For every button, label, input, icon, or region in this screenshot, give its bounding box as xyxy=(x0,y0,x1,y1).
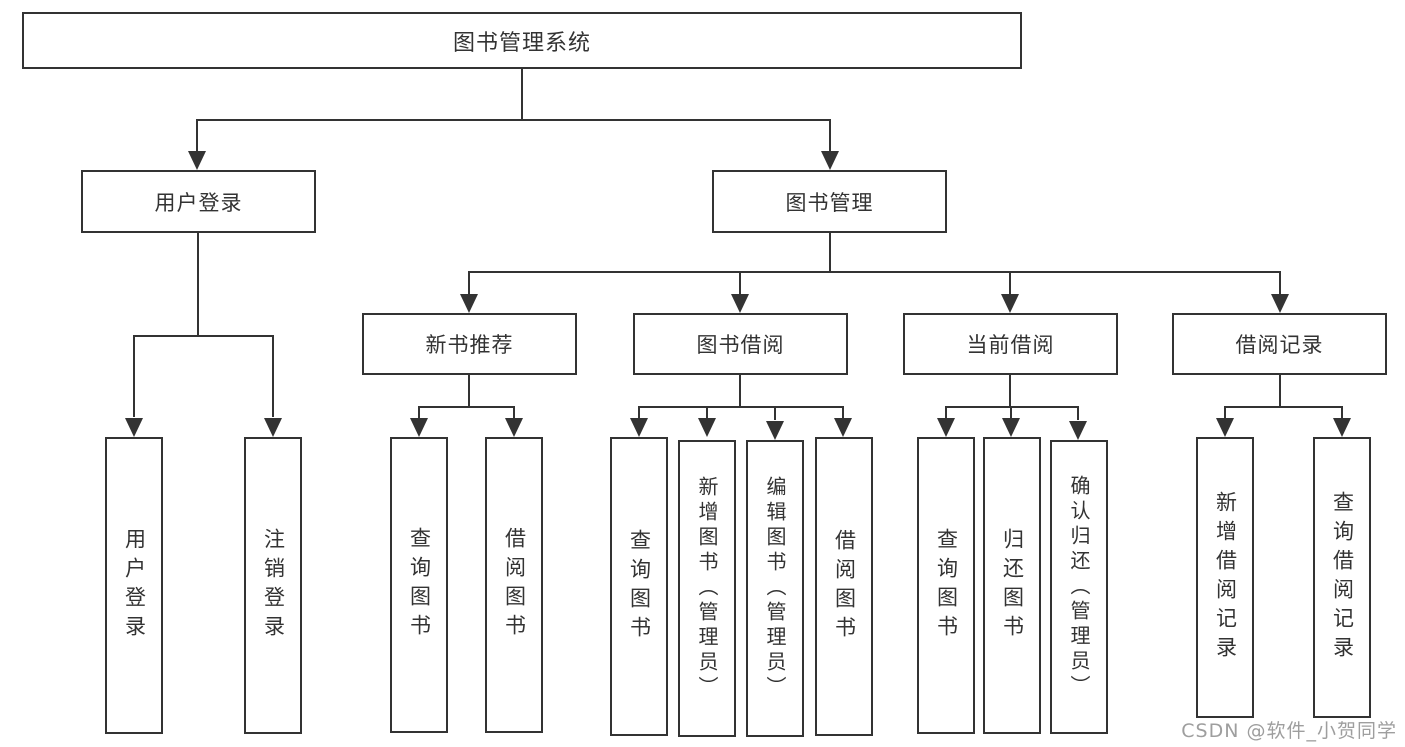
leaf-bb-edit-books-admin-label: 编辑图书（管理员） xyxy=(763,476,787,701)
connector-line xyxy=(468,375,470,408)
leaf-bb-query-books: 查询图书 xyxy=(610,437,668,736)
connector-line xyxy=(829,233,831,273)
connector-line xyxy=(272,335,274,417)
arrow-down-icon xyxy=(410,418,428,437)
leaf-user-login: 用户登录 xyxy=(105,437,163,734)
leaf-nb-query-books: 查询图书 xyxy=(390,437,448,733)
arrow-down-icon xyxy=(125,418,143,437)
connector-line xyxy=(638,406,640,420)
arrow-down-icon xyxy=(821,151,839,170)
connector-line xyxy=(468,271,470,297)
leaf-br-query-record-label: 查询借阅记录 xyxy=(1330,490,1355,665)
leaf-nb-query-books-label: 查询图书 xyxy=(407,527,432,643)
connector-line xyxy=(829,119,831,155)
leaf-bb-query-books-label: 查询图书 xyxy=(627,528,652,645)
csdn-watermark: CSDN @软件_小贺同学 xyxy=(1181,720,1397,742)
connector-line xyxy=(842,406,844,420)
leaf-br-add-record: 新增借阅记录 xyxy=(1196,437,1254,718)
arrow-down-icon xyxy=(505,418,523,437)
connector-line xyxy=(1279,271,1281,297)
connector-line xyxy=(1341,406,1343,420)
connector-line xyxy=(1010,406,1012,420)
arrow-down-icon xyxy=(264,418,282,437)
connector-line xyxy=(513,406,515,420)
leaf-br-add-record-label: 新增借阅记录 xyxy=(1213,490,1238,665)
connector-line xyxy=(739,375,741,408)
arrow-down-icon xyxy=(630,418,648,437)
leaf-logout: 注销登录 xyxy=(244,437,302,734)
arrow-down-icon xyxy=(834,418,852,437)
arrow-down-icon xyxy=(766,421,784,440)
node-current-borrow: 当前借阅 xyxy=(903,313,1118,375)
connector-line xyxy=(521,68,523,121)
leaf-logout-label: 注销登录 xyxy=(261,527,286,644)
connector-line xyxy=(1224,406,1226,420)
node-user-login-label: 用户登录 xyxy=(154,190,243,215)
leaf-bb-borrow-books: 借阅图书 xyxy=(815,437,873,736)
arrow-down-icon xyxy=(1069,421,1087,440)
node-current-borrow-label: 当前借阅 xyxy=(966,333,1055,357)
leaf-bb-edit-books-admin: 编辑图书（管理员） xyxy=(746,440,804,737)
leaf-bb-borrow-books-label: 借阅图书 xyxy=(832,528,857,645)
leaf-cb-return-books-label: 归还图书 xyxy=(1000,527,1025,644)
arrow-down-icon xyxy=(460,294,478,313)
arrow-down-icon xyxy=(1216,418,1234,437)
arrow-down-icon xyxy=(1002,418,1020,437)
connector-line xyxy=(196,119,831,121)
leaf-cb-query-books-label: 查询图书 xyxy=(934,527,959,644)
connector-line xyxy=(945,406,1079,408)
connector-line xyxy=(638,406,844,408)
connector-line xyxy=(133,335,274,337)
connector-line xyxy=(418,406,515,408)
connector-line xyxy=(1279,375,1281,408)
node-borrow-records-label: 借阅记录 xyxy=(1235,333,1324,357)
node-borrow-records: 借阅记录 xyxy=(1172,313,1387,375)
connector-line xyxy=(1224,406,1343,408)
leaf-cb-query-books: 查询图书 xyxy=(917,437,975,734)
node-root-label: 图书管理系统 xyxy=(452,30,591,56)
leaf-user-login-label: 用户登录 xyxy=(122,527,147,644)
connector-line xyxy=(196,119,198,155)
connector-line xyxy=(1009,375,1011,408)
leaf-cb-confirm-return-admin-label: 确认归还（管理员） xyxy=(1067,474,1091,700)
connector-line xyxy=(706,406,708,420)
node-book-management: 图书管理 xyxy=(712,170,947,233)
connector-line xyxy=(133,335,135,417)
arrow-down-icon xyxy=(698,418,716,437)
connector-line xyxy=(774,406,776,420)
connector-line xyxy=(1009,271,1011,297)
node-new-book-recommend: 新书推荐 xyxy=(362,313,577,375)
arrow-down-icon xyxy=(731,294,749,313)
connector-line xyxy=(197,233,199,337)
leaf-nb-borrow-books: 借阅图书 xyxy=(485,437,543,733)
node-root: 图书管理系统 xyxy=(22,12,1022,69)
leaf-nb-borrow-books-label: 借阅图书 xyxy=(502,527,527,643)
leaf-bb-add-books-admin: 新增图书（管理员） xyxy=(678,440,736,737)
node-new-book-recommend-label: 新书推荐 xyxy=(425,333,514,357)
node-book-borrow-label: 图书借阅 xyxy=(696,333,785,357)
leaf-cb-confirm-return-admin: 确认归还（管理员） xyxy=(1050,440,1108,734)
node-book-management-label: 图书管理 xyxy=(785,190,874,215)
arrow-down-icon xyxy=(1333,418,1351,437)
leaf-cb-return-books: 归还图书 xyxy=(983,437,1041,734)
connector-line xyxy=(1077,406,1079,420)
leaf-br-query-record: 查询借阅记录 xyxy=(1313,437,1371,718)
connector-line xyxy=(945,406,947,420)
connector-line xyxy=(418,406,420,420)
arrow-down-icon xyxy=(937,418,955,437)
leaf-bb-add-books-admin-label: 新增图书（管理员） xyxy=(695,476,719,701)
node-book-borrow: 图书借阅 xyxy=(633,313,848,375)
connector-line xyxy=(468,271,1281,273)
connector-line xyxy=(739,271,741,297)
arrow-down-icon xyxy=(1271,294,1289,313)
arrow-down-icon xyxy=(188,151,206,170)
arrow-down-icon xyxy=(1001,294,1019,313)
node-user-login: 用户登录 xyxy=(81,170,316,233)
